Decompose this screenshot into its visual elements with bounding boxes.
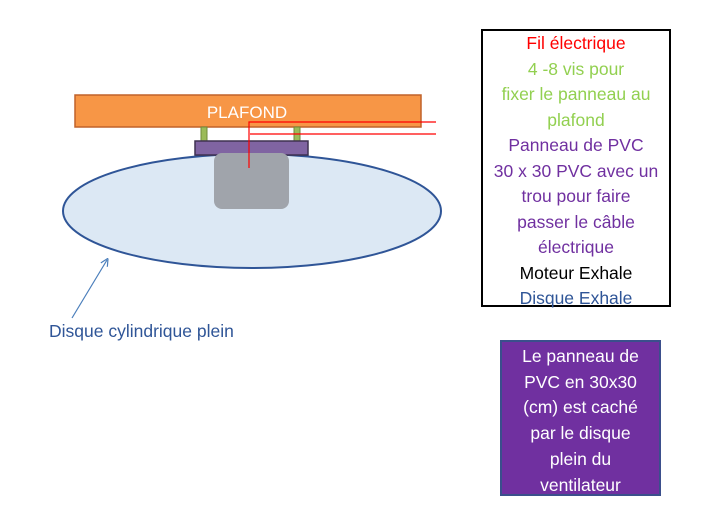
- note-line: Le panneau de: [522, 346, 639, 366]
- legend-line: électrique: [538, 237, 614, 257]
- legend-line: Panneau de PVC: [508, 135, 644, 155]
- legend-line: plafond: [547, 109, 605, 130]
- note-line: ventilateur: [540, 474, 621, 495]
- legend-line: Moteur Exhale: [519, 262, 633, 283]
- electric-wire: [248, 121, 436, 168]
- note-line: par le disque: [530, 423, 631, 444]
- plafond-label: PLAFOND: [207, 103, 287, 122]
- pvc-panel: [194, 140, 309, 156]
- note-box: Le panneau de PVC en 30x30 (cm) est caché p…: [500, 340, 661, 496]
- legend-line: fixer le panneau au: [501, 84, 651, 104]
- note-line: PVC en 30x30: [524, 371, 637, 392]
- note-line: (cm) est caché: [523, 397, 638, 418]
- legend-line: Fil électrique: [526, 33, 626, 53]
- legend-line: 30 x 30 PVC avec un: [493, 160, 659, 181]
- legend-line: trou pour faire: [521, 186, 631, 206]
- legend-line: passer le câble: [517, 211, 635, 232]
- legend-line: Disque Exhale: [519, 288, 633, 308]
- legend-line: 4 -8 vis pour: [527, 58, 625, 79]
- disc-caption: Disque cylindrique plein: [49, 321, 234, 341]
- note-line: plein du: [549, 448, 612, 469]
- disc-pointer-arrow: [71, 260, 107, 319]
- exhale-motor: [214, 153, 289, 209]
- legend-box: Fil électrique 4 -8 vis pour fixer le pann…: [481, 29, 671, 308]
